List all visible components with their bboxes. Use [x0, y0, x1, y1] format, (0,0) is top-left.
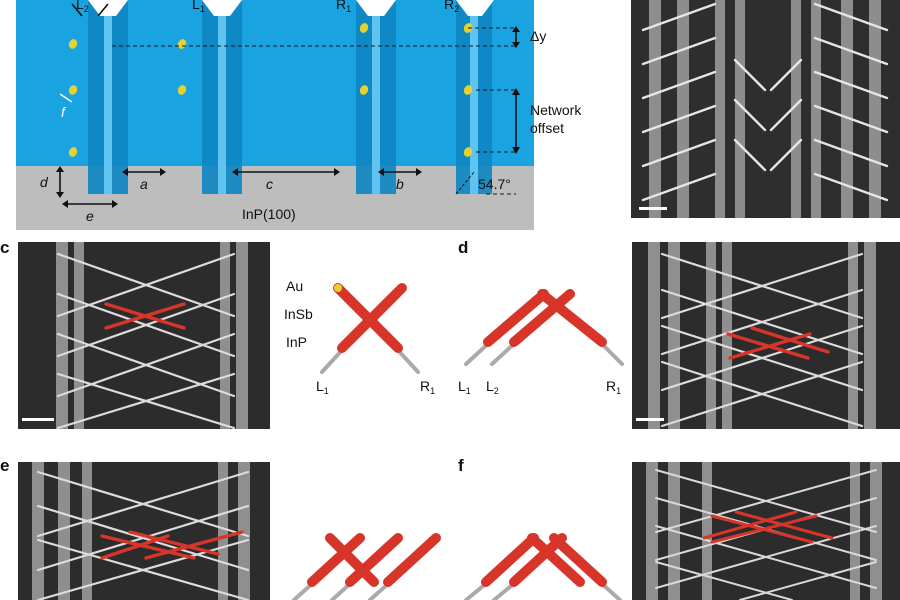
scale-bar-c [22, 418, 54, 421]
label-c-L1-main: L [316, 378, 324, 394]
trench-schematic [16, 0, 534, 230]
panel-label-f: f [458, 456, 464, 475]
diagram-f [460, 512, 630, 600]
panel-label-e: e [0, 456, 10, 475]
label-offset: offset [530, 120, 564, 136]
label-e: e [86, 208, 94, 224]
diagram-e [290, 512, 450, 600]
label-R1-main: R [336, 0, 347, 12]
scale-bar-d [636, 418, 664, 421]
label-network: Network [530, 102, 582, 118]
sem-image-e [18, 462, 270, 600]
material-insb: InSb [284, 306, 313, 322]
label-c-R1-sub: 1 [430, 386, 436, 396]
label-delta-y: Δy [530, 28, 547, 44]
label-d-R1-sub: 1 [616, 386, 622, 396]
label-R2: R2 [444, 0, 459, 14]
scale-bar-b [639, 207, 667, 210]
label-d-L2: L2 [486, 378, 499, 396]
panel-a-illustration [16, 0, 534, 230]
label-d-L2-sub: 2 [493, 386, 499, 396]
label-substrate: InP(100) [242, 206, 296, 222]
label-c-R1-main: R [420, 378, 431, 394]
label-d-L1: L1 [458, 378, 471, 396]
label-c: c [266, 176, 273, 192]
label-b: b [396, 176, 404, 192]
label-c-L1: L1 [316, 378, 329, 396]
label-d: d [40, 174, 48, 190]
label-R1-sub: 1 [346, 4, 352, 14]
label-L1-sub: 1 [199, 4, 205, 14]
panel-label-c: c [0, 238, 10, 257]
label-c-L1-sub: 1 [323, 386, 329, 396]
sem-image-d [632, 242, 900, 429]
label-R1: R1 [336, 0, 351, 14]
label-f: f [61, 104, 65, 120]
label-angle: 54.7° [478, 176, 511, 192]
label-d-L1-main: L [458, 378, 466, 394]
label-L2-main: L [76, 0, 84, 12]
label-L2-sub: 2 [83, 4, 89, 14]
label-d-R1: R1 [606, 378, 621, 396]
sem-image-c [18, 242, 270, 429]
label-R2-main: R [444, 0, 455, 12]
label-a: a [140, 176, 148, 192]
material-au: Au [286, 278, 304, 294]
label-d-L1-sub: 1 [465, 386, 471, 396]
label-c-R1: R1 [420, 378, 435, 396]
diagram-d [462, 280, 632, 400]
material-inp: InP [286, 334, 308, 350]
diagram-c [290, 276, 450, 400]
label-d-R1-main: R [606, 378, 617, 394]
label-L2: L2 [76, 0, 89, 14]
label-R2-sub: 2 [454, 4, 460, 14]
panel-label-d: d [458, 238, 469, 257]
label-L1-main: L [192, 0, 200, 12]
sem-image-b [631, 0, 900, 218]
label-d-L2-main: L [486, 378, 494, 394]
label-L1: L1 [192, 0, 205, 14]
sem-image-f [632, 462, 900, 600]
